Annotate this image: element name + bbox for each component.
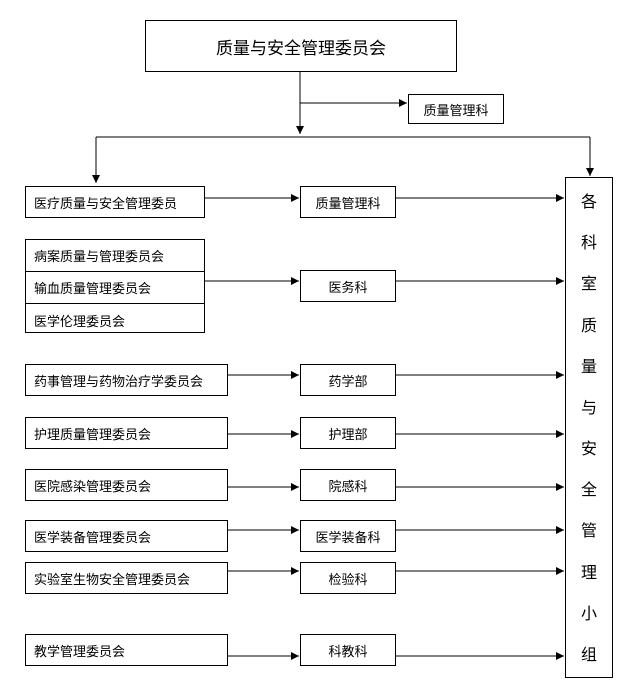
committee-label: 药事管理与药物治疗学委员会	[34, 374, 204, 390]
group-char: 质	[580, 315, 597, 335]
group-char: 理	[580, 562, 597, 582]
department-box: 药学部	[300, 364, 396, 396]
group-char: 与	[580, 397, 597, 417]
top-committee-title: 质量与安全管理委员会	[216, 38, 386, 59]
department-box: 检验科	[300, 562, 396, 594]
committee-box: 实验室生物安全管理委员会	[25, 562, 228, 594]
committee-box: 药事管理与药物治疗学委员会	[25, 364, 228, 396]
committee-cell: 输血质量管理委员会	[26, 272, 204, 304]
department-quality-group-box: 各 科 室 质 量 与 安 全 管 理 小 组	[565, 177, 613, 678]
side-office-box: 质量管理科	[408, 94, 504, 124]
committee-label: 实验室生物安全管理委员会	[34, 572, 191, 588]
department-label: 护理部	[328, 427, 368, 443]
group-char: 小	[580, 603, 597, 623]
department-label: 质量管理科	[315, 196, 381, 212]
committee-label: 医疗质量与安全管理委员	[34, 196, 178, 212]
department-box: 护理部	[300, 417, 396, 449]
group-char: 全	[580, 480, 597, 500]
committee-label: 输血质量管理委员会	[34, 282, 152, 297]
group-char: 室	[580, 274, 597, 294]
top-committee-box: 质量与安全管理委员会	[145, 20, 457, 72]
committee-box: 医院感染管理委员会	[25, 469, 228, 501]
department-box: 医务科	[300, 270, 396, 302]
committee-label: 病案质量与管理委员会	[34, 250, 165, 265]
department-box: 科教科	[300, 634, 396, 666]
department-box: 院感科	[300, 469, 396, 501]
committee-label: 医学装备管理委员会	[34, 530, 152, 546]
committee-label: 护理质量管理委员会	[34, 427, 152, 443]
committee-stack: 病案质量与管理委员会 输血质量管理委员会 医学伦理委员会	[25, 239, 205, 333]
department-box: 质量管理科	[300, 186, 396, 218]
committee-label: 教学管理委员会	[34, 644, 126, 660]
committee-label: 医学伦理委员会	[34, 314, 126, 330]
department-label: 科教科	[328, 644, 368, 660]
department-label: 院感科	[328, 479, 368, 495]
group-char: 安	[580, 439, 597, 459]
committee-label: 医院感染管理委员会	[34, 479, 152, 495]
committee-box: 教学管理委员会	[25, 634, 228, 666]
committee-box: 医学装备管理委员会	[25, 520, 228, 552]
department-box: 医学装备科	[300, 520, 396, 552]
group-char: 量	[580, 356, 597, 376]
department-label: 医务科	[328, 280, 368, 296]
row-arrows	[205, 194, 564, 660]
committee-cell: 医学伦理委员会	[26, 304, 204, 336]
group-char: 组	[580, 644, 597, 664]
side-office-label: 质量管理科	[423, 103, 489, 119]
group-char: 科	[580, 233, 597, 253]
committee-box: 护理质量管理委员会	[25, 417, 228, 449]
group-char: 各	[580, 192, 597, 211]
group-char: 管	[580, 521, 597, 541]
department-label: 药学部	[328, 374, 368, 390]
department-label: 检验科	[328, 572, 368, 588]
committee-box: 医疗质量与安全管理委员	[25, 186, 205, 218]
committee-cell: 病案质量与管理委员会	[26, 240, 204, 272]
department-label: 医学装备科	[315, 530, 381, 546]
